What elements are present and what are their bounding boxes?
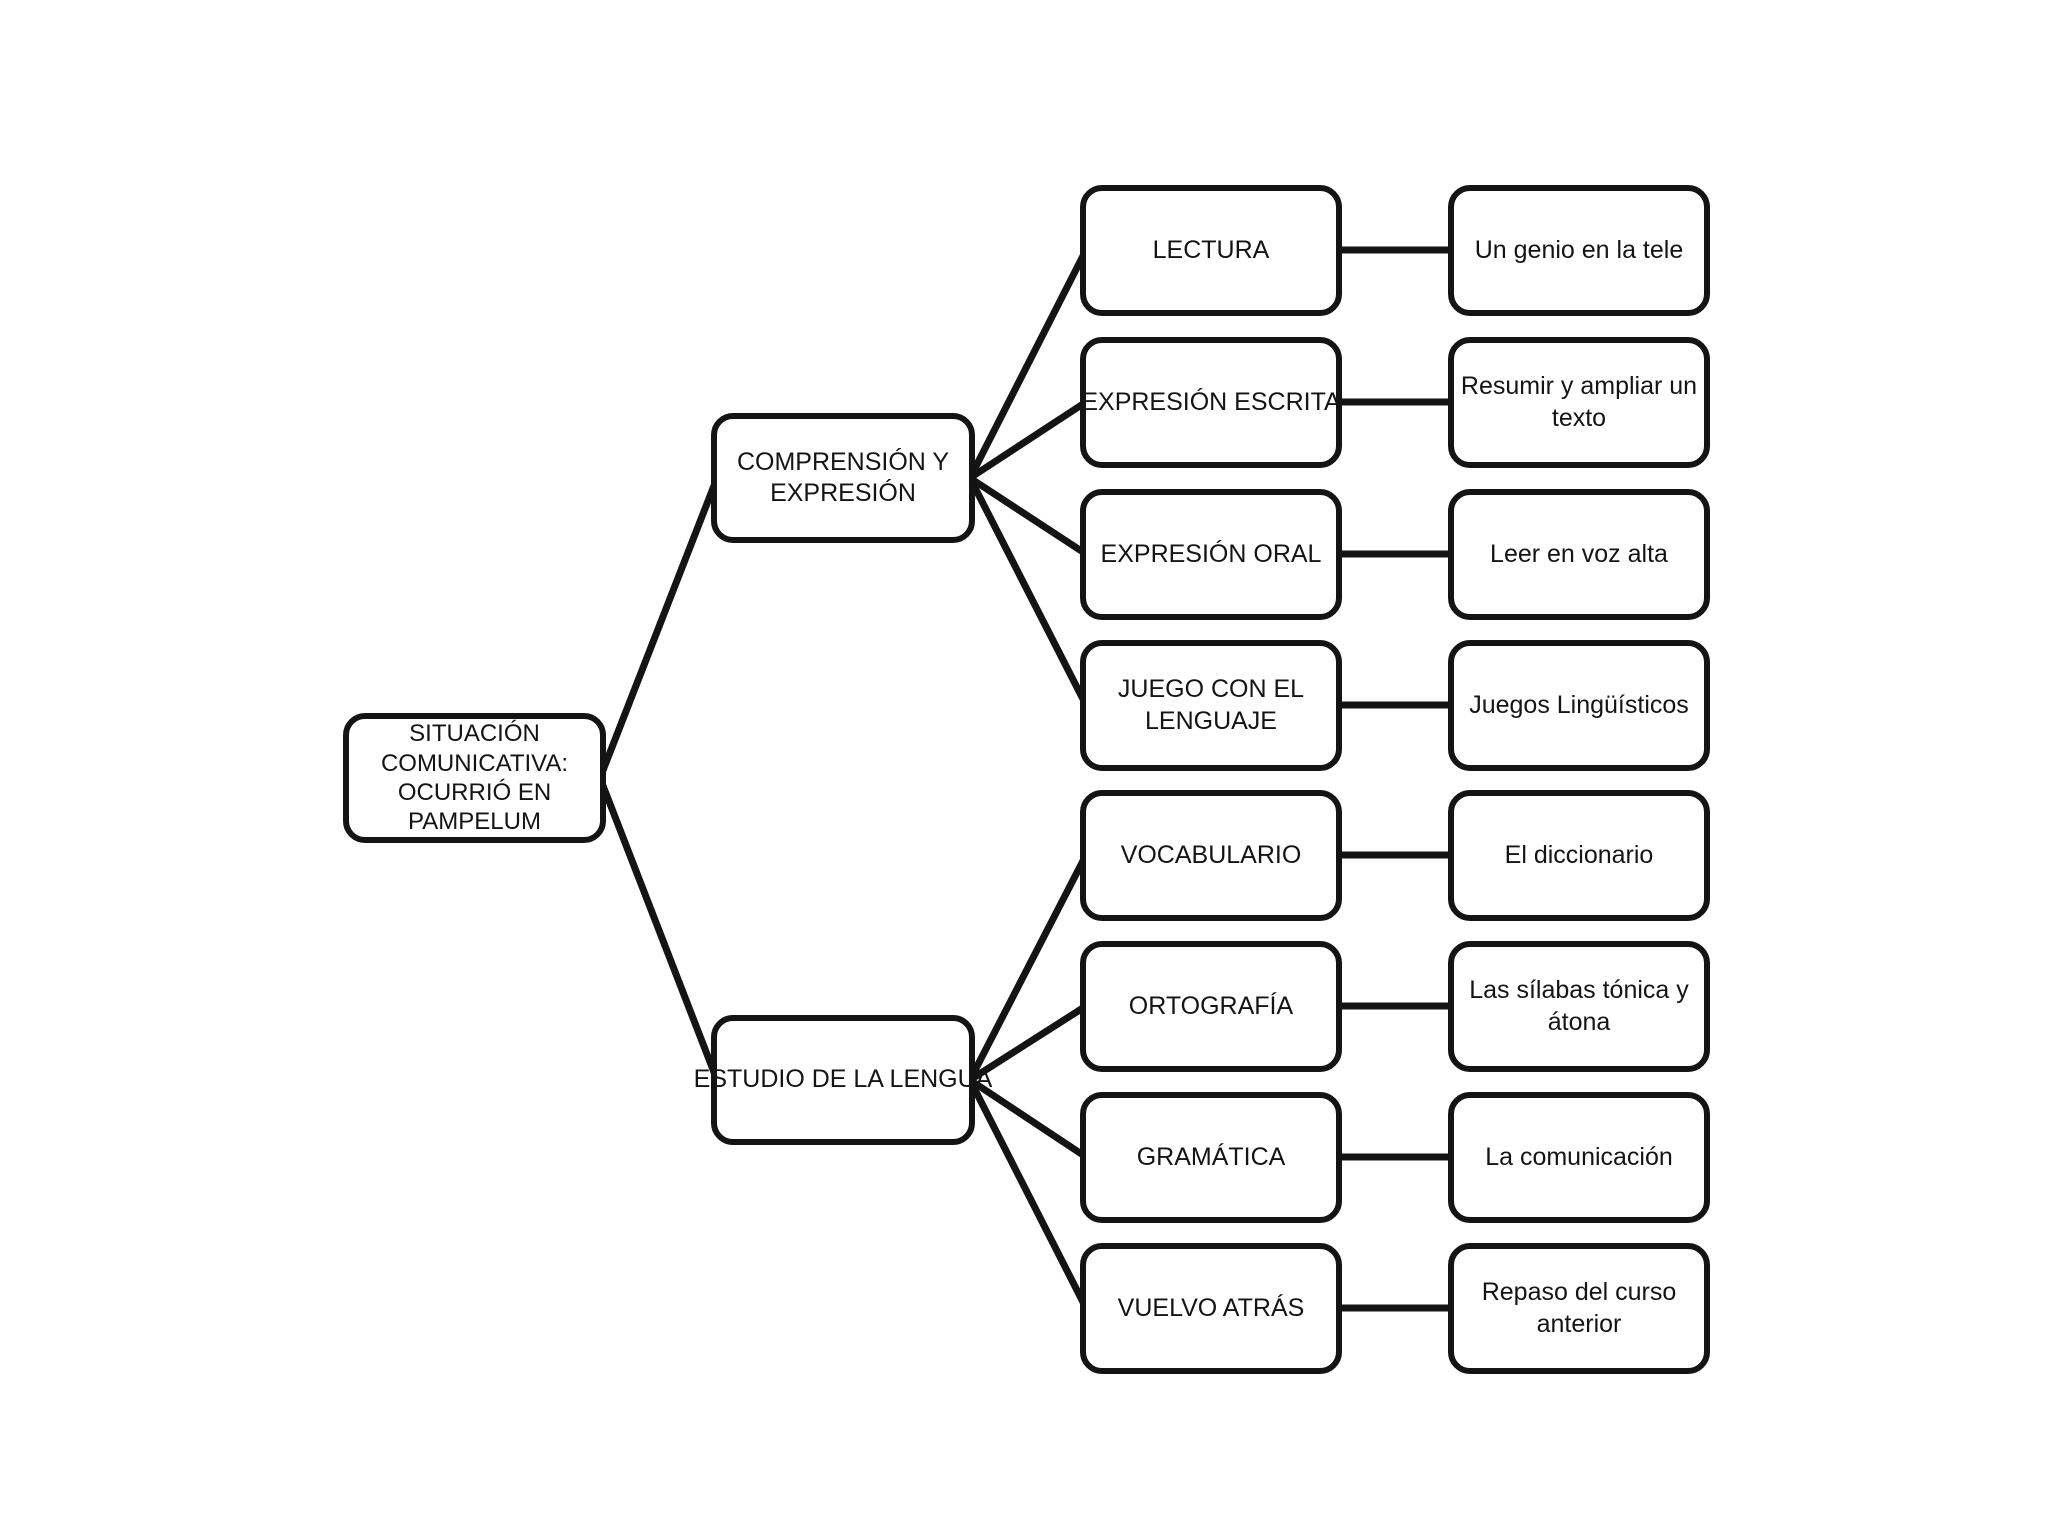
connector-line: [966, 1076, 1090, 1161]
branch-node-estudio-de-la-lengua: ESTUDIO DE LA LENGUA: [694, 1015, 992, 1145]
category-node-expresion-escrita: EXPRESIÓN ESCRITA: [1080, 337, 1342, 468]
connector-line: [966, 1076, 1090, 1312]
category-label: EXPRESIÓN ORAL: [1100, 539, 1322, 568]
category-label: GRAMÁTICA: [1136, 1142, 1286, 1171]
root-node-label: SITUACIÓN COMUNICATIVA: OCURRIÓ EN PAMPE…: [380, 720, 569, 836]
category-node-juego-con-el-lenguaje: JUEGO CON EL LENGUAJE: [1080, 640, 1342, 771]
connector-line: [966, 1002, 1090, 1084]
category-label: EXPRESIÓN ESCRITA: [1081, 387, 1341, 416]
topic-node-las-silabas-tonica-y-atona: Las sílabas tónica y átona: [1448, 941, 1710, 1072]
connector-line: [966, 474, 1090, 558]
category-node-gramatica: GRAMÁTICA: [1080, 1092, 1342, 1223]
topic-label: El diccionario: [1504, 840, 1654, 869]
topic-node-repaso-del-curso-anterior: Repaso del curso anterior: [1448, 1243, 1710, 1374]
category-node-expresion-oral: EXPRESIÓN ORAL: [1080, 489, 1342, 620]
topic-label: Un genio en la tele: [1474, 235, 1684, 264]
branch-node-comprension-y-expresion: COMPRENSIÓN Y EXPRESIÓN: [711, 413, 975, 543]
topic-node-juegos-linguisticos: Juegos Lingüísticos: [1448, 640, 1710, 771]
branch-node-label: COMPRENSIÓN Y EXPRESIÓN: [736, 447, 950, 508]
category-label: LECTURA: [1152, 235, 1270, 264]
topic-node-la-comunicacion: La comunicación: [1448, 1092, 1710, 1223]
connector-line: [966, 851, 1090, 1084]
category-label: JUEGO CON EL LENGUAJE: [1117, 675, 1305, 735]
connector-line: [596, 774, 721, 1084]
category-label: VUELVO ATRÁS: [1117, 1293, 1305, 1322]
category-label: ORTOGRAFÍA: [1128, 991, 1294, 1020]
branch-node-label: ESTUDIO DE LA LENGUA: [693, 1065, 993, 1094]
topic-node-un-genio-en-la-tele: Un genio en la tele: [1448, 185, 1710, 316]
topic-label: La comunicación: [1485, 1142, 1673, 1171]
topic-label: Repaso del curso anterior: [1481, 1278, 1677, 1338]
category-node-lectura: LECTURA: [1080, 185, 1342, 316]
topic-node-el-diccionario: El diccionario: [1448, 790, 1710, 921]
category-node-vocabulario: VOCABULARIO: [1080, 790, 1342, 921]
topic-label: Resumir y ampliar un texto: [1460, 372, 1698, 432]
category-node-ortografia: ORTOGRAFÍA: [1080, 941, 1342, 1072]
root-node: SITUACIÓN COMUNICATIVA: OCURRIÓ EN PAMPE…: [343, 713, 606, 843]
connector-line: [966, 398, 1090, 482]
connector-line: [596, 474, 721, 782]
connector-line: [966, 246, 1090, 482]
topic-label: Juegos Lingüísticos: [1469, 690, 1689, 719]
topic-node-leer-en-voz-alta: Leer en voz alta: [1448, 489, 1710, 620]
category-node-vuelvo-atras: VUELVO ATRÁS: [1080, 1243, 1342, 1374]
connector-line: [966, 474, 1090, 709]
topic-label: Las sílabas tónica y átona: [1469, 976, 1689, 1036]
topic-label: Leer en voz alta: [1490, 539, 1668, 568]
category-label: VOCABULARIO: [1120, 840, 1302, 869]
topic-node-resumir-y-ampliar-un-texto: Resumir y ampliar un texto: [1448, 337, 1710, 468]
